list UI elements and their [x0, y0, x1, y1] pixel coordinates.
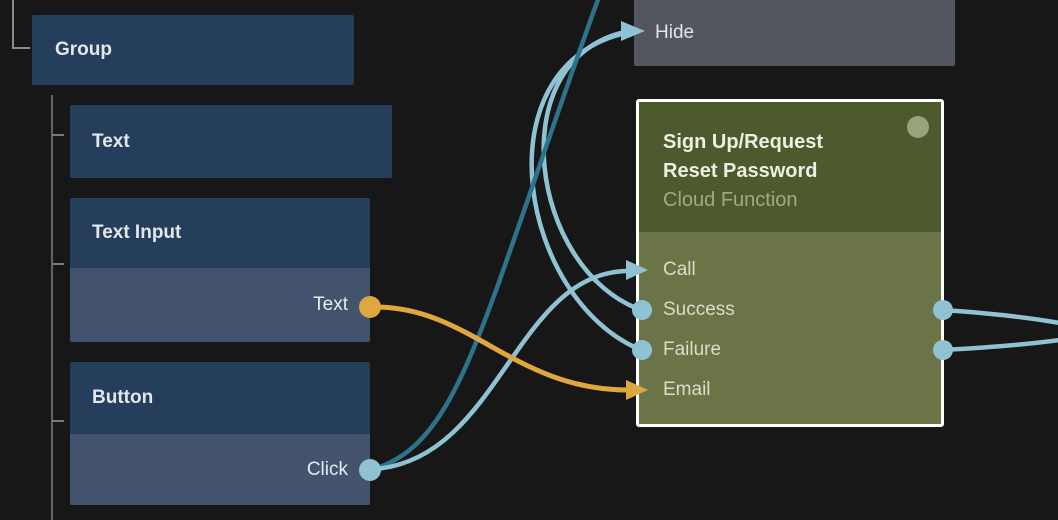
node-text-label: Text: [92, 130, 130, 152]
node-group[interactable]: Group: [32, 15, 354, 85]
tree-elbow-parent: [12, 0, 30, 49]
port-hide-input-label: Hide: [655, 22, 695, 43]
node-group-label: Group: [55, 39, 112, 60]
port-success-output[interactable]: Success: [639, 290, 941, 330]
cloud-function-header[interactable]: Sign Up/Request Reset Password Cloud Fun…: [639, 102, 941, 232]
port-text-output-label: Text: [313, 294, 348, 315]
port-click-output[interactable]: Click: [70, 434, 370, 505]
node-text-input-header[interactable]: Text Input: [70, 198, 370, 268]
node-button[interactable]: Button Click: [70, 362, 370, 505]
port-call-input[interactable]: Call: [639, 250, 941, 290]
node-text[interactable]: Text: [70, 105, 392, 178]
wire-text-to-email: [373, 304, 631, 393]
tree-ticks: [52, 134, 64, 422]
port-call-label: Call: [663, 259, 696, 280]
port-text-output[interactable]: Text: [70, 268, 370, 342]
status-dot-icon: [907, 116, 929, 138]
cloud-function-port-list: Call Success Failure Email: [639, 232, 941, 424]
node-button-header[interactable]: Button: [70, 362, 370, 434]
wire-click-offscreen-top: [368, 0, 601, 473]
node-text-input[interactable]: Text Input Text: [70, 198, 370, 342]
node-cloud-function[interactable]: Sign Up/Request Reset Password Cloud Fun…: [636, 99, 944, 427]
port-failure-output[interactable]: Failure: [639, 330, 941, 370]
cloud-function-subtitle: Cloud Function: [663, 189, 798, 211]
node-hide[interactable]: Hide: [634, 0, 955, 66]
wire-failure-offscreen-right: [942, 337, 1058, 353]
port-failure-label: Failure: [663, 339, 722, 360]
wire-failure-to-hide: [529, 31, 644, 353]
port-success-label: Success: [663, 299, 735, 320]
wire-success-offscreen-right: [942, 307, 1058, 325]
wire-click-to-call: [372, 268, 631, 472]
port-email-input[interactable]: Email: [639, 370, 941, 410]
port-email-label: Email: [663, 379, 711, 400]
cloud-function-title: Sign Up/Request Reset Password: [663, 131, 824, 182]
wire-success-to-hide: [541, 29, 644, 313]
node-text-input-label: Text Input: [92, 222, 182, 243]
port-click-output-label: Click: [306, 458, 348, 480]
node-button-label: Button: [92, 387, 154, 408]
